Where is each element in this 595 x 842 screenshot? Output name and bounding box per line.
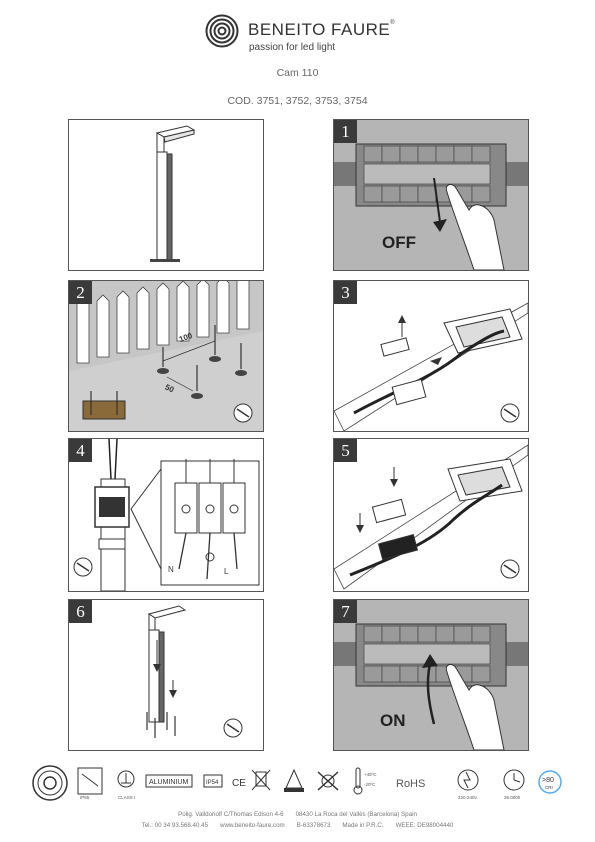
action-off-label: OFF	[382, 233, 416, 252]
step-number: 5	[334, 439, 357, 462]
panel-step-7: 7 ON	[333, 599, 529, 751]
panel-step-6: 6	[68, 599, 264, 751]
svg-text:CLASS I: CLASS I	[118, 795, 135, 800]
step-number: 7	[334, 600, 357, 623]
panel-step-3: 3	[333, 280, 529, 432]
panel-step-4: 4 N L	[68, 438, 264, 592]
brand-logo-icon	[205, 14, 239, 48]
step-number: 1	[334, 120, 357, 143]
open-connector-illustration	[334, 302, 528, 431]
lifespan-clock-icon: 35.000h	[503, 769, 525, 800]
energy-class-icon	[284, 768, 304, 792]
svg-text:CRI: CRI	[545, 785, 553, 790]
cri-icon: >80 CRI	[538, 770, 562, 794]
svg-text:220-240v: 220-240v	[458, 795, 478, 800]
ip54-icon: IP54	[203, 774, 223, 788]
ce-mark-icon: CE	[232, 778, 246, 789]
product-codes: COD. 3751, 3752, 3753, 3754	[227, 95, 368, 107]
certification-icons-row: IP65 CLASS I ALUMINIUM IP54 CE	[30, 762, 565, 804]
neutral-wire-label: N	[168, 565, 174, 574]
panel-product-overview	[68, 119, 264, 271]
svg-text:-20ºC: -20ºC	[364, 782, 376, 787]
brand-seal-icon	[32, 765, 68, 801]
fence-anchors-illustration	[69, 281, 263, 431]
step-number: 3	[334, 281, 357, 304]
live-wire-label: L	[224, 567, 229, 576]
action-on-label: ON	[380, 711, 406, 730]
rohs-icon: RoHS	[396, 778, 425, 790]
product-model: Cam 110	[276, 67, 319, 79]
svg-text:ALUMINIUM: ALUMINIUM	[149, 779, 188, 786]
brand-name: BENEITO FAURE®	[248, 20, 396, 39]
svg-text:CE: CE	[232, 778, 246, 789]
svg-text:IP65: IP65	[80, 795, 90, 800]
step-number: 6	[69, 600, 92, 623]
mount-bollard-illustration	[146, 605, 243, 738]
breaker-panel-illustration	[334, 143, 528, 270]
wiring-diagram-illustration	[73, 439, 260, 591]
header: BENEITO FAURE® passion for led light Cam…	[0, 0, 595, 110]
brand-tagline: passion for led light	[249, 42, 336, 53]
svg-text:>80: >80	[542, 777, 554, 784]
voltage-icon: 220-240v	[457, 769, 479, 800]
panel-step-2: 2 100 50	[68, 280, 264, 432]
close-connector-illustration	[334, 444, 528, 590]
step-number: 4	[69, 439, 92, 462]
weee-bin-icon	[251, 769, 271, 791]
panel-step-1: 1 OFF	[333, 119, 529, 271]
panel-step-5: 5	[333, 438, 529, 592]
breaker-panel-on-illustration	[334, 623, 528, 750]
step-number: 2	[69, 281, 92, 304]
svg-text:+45ºC: +45ºC	[364, 772, 377, 777]
svg-text:35.000h: 35.000h	[504, 795, 521, 800]
no-dimmable-icon	[317, 771, 339, 791]
aluminium-icon: ALUMINIUM	[145, 774, 193, 788]
class-i-icon: CLASS I	[117, 770, 135, 800]
svg-text:IP54: IP54	[206, 780, 219, 786]
thermometer-icon: +45ºC -20ºC	[353, 767, 377, 795]
bollard-illustration	[150, 125, 196, 262]
svg-text:RoHS: RoHS	[396, 778, 425, 790]
ip65-icon: IP65	[77, 767, 103, 800]
